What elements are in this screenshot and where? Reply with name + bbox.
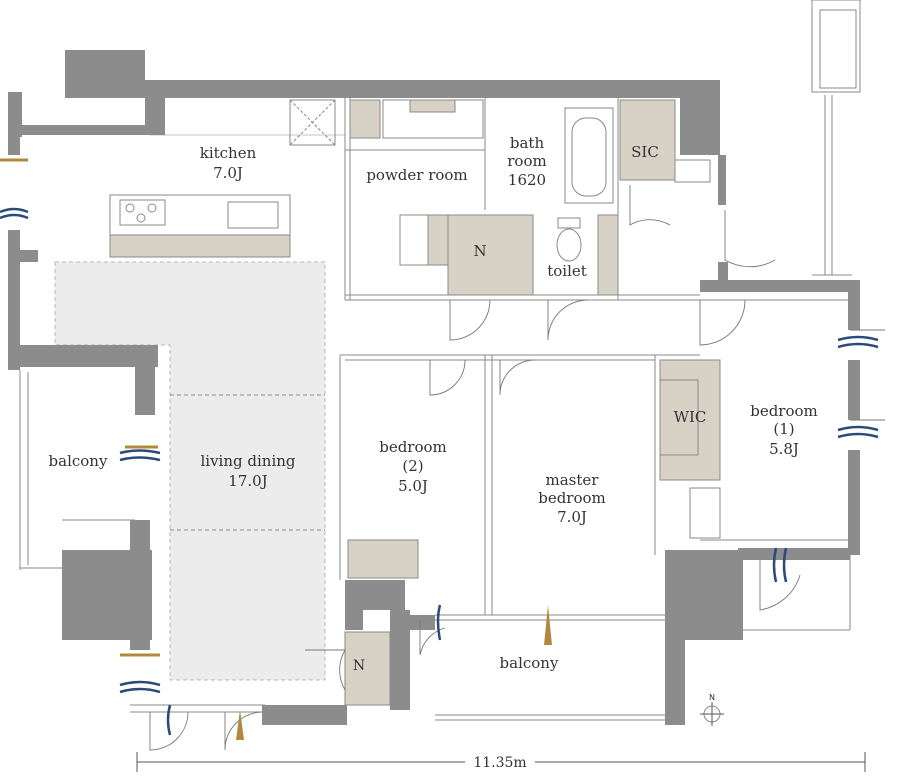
toilet-label: toilet <box>547 262 587 280</box>
living-dining-size: 17.0J <box>228 472 267 490</box>
bath-label-2: room <box>507 152 546 170</box>
wic-label: WIC <box>674 408 707 426</box>
kitchen-label: kitchen <box>200 144 257 162</box>
toilet-fixture <box>556 217 582 262</box>
bathtub <box>564 107 614 204</box>
width-dimension-label: 11.35m <box>473 755 526 771</box>
n-storage-upper-label: N <box>473 242 486 260</box>
bedroom1-label: bedroom <box>750 402 818 420</box>
living-dining-floor <box>54 261 326 681</box>
kitchen-island <box>109 99 336 258</box>
balcony-bottom-label: balcony <box>500 654 559 672</box>
master-bedroom-size: 7.0J <box>557 508 587 526</box>
doors <box>149 185 885 751</box>
bedroom2-size: 5.0J <box>398 477 428 495</box>
bedroom2-number: (2) <box>402 457 423 475</box>
master-bedroom-label-1: master <box>546 471 600 489</box>
bath-label-1: bath <box>510 134 545 152</box>
master-bedroom-label-2: bedroom <box>538 489 606 507</box>
width-dimension: 11.35m <box>136 752 866 772</box>
walls <box>8 50 860 725</box>
kitchen-size: 7.0J <box>213 164 243 182</box>
storage-areas <box>344 99 721 706</box>
n-storage-lower-label: N <box>353 658 365 674</box>
bedroom1-number: (1) <box>773 420 794 438</box>
balcony-left-label: balcony <box>49 452 108 470</box>
bedroom1-size: 5.8J <box>769 440 799 458</box>
north-compass: N <box>700 693 724 726</box>
bath-label-3: 1620 <box>508 171 546 189</box>
powder-room-label: powder room <box>366 166 467 184</box>
window-markers <box>0 158 879 740</box>
room-labels: kitchen 7.0J powder room bath room 1620 … <box>49 134 818 674</box>
compass-label: N <box>709 693 715 702</box>
bedroom2-label: bedroom <box>379 438 447 456</box>
sic-label: SIC <box>631 143 659 161</box>
right-exterior-structure <box>811 0 861 276</box>
living-dining-label: living dining <box>200 452 295 470</box>
